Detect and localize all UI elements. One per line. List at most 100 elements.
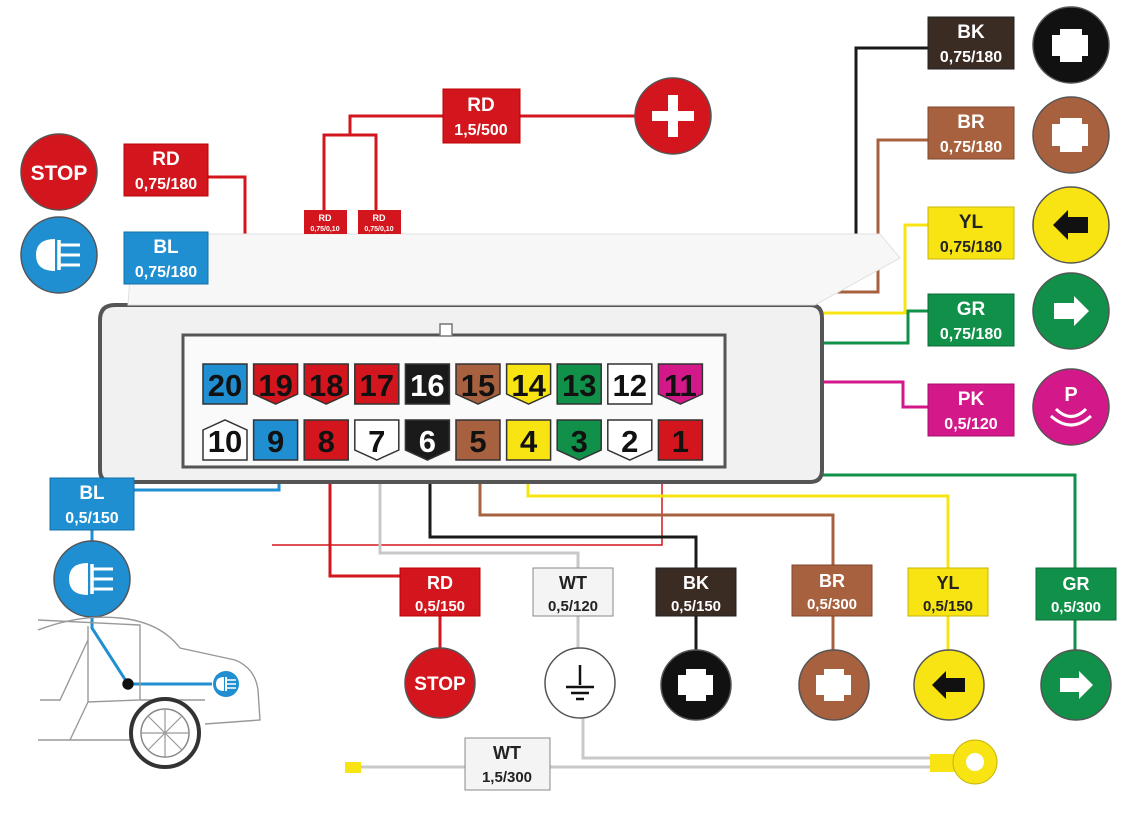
svg-text:GR: GR: [957, 299, 986, 320]
svg-text:BL: BL: [153, 237, 179, 258]
svg-text:0,75/180: 0,75/180: [940, 139, 1002, 156]
pin-15: 15: [455, 363, 501, 405]
position-light-icon: [798, 649, 870, 721]
svg-text:0,75/0,10: 0,75/0,10: [364, 226, 393, 233]
label-bottom-black: BK 0,5/150: [655, 567, 737, 617]
pin-number: 11: [664, 368, 697, 403]
svg-text:0,75/180: 0,75/180: [940, 49, 1002, 66]
svg-text:RD: RD: [152, 149, 179, 170]
fog-light-icon: [53, 540, 131, 618]
svg-text:STOP: STOP: [31, 162, 88, 185]
label-bottom-brown: BR 0,5/300: [791, 564, 873, 617]
fog-light-icon: [20, 216, 98, 294]
arrow-right-icon: [1040, 649, 1112, 721]
pin-number: 2: [621, 424, 638, 459]
pin-8: 8: [303, 419, 349, 461]
pin-number: 7: [368, 424, 385, 459]
label-right-black: BK 0,75/180: [927, 16, 1015, 70]
wire-white-main: [581, 716, 930, 760]
label-bottom-green: GR 0,5/300: [1035, 567, 1117, 621]
svg-text:RD: RD: [427, 573, 453, 593]
label-top-bus: RD 1,5/500: [442, 88, 521, 144]
svg-text:0,5/300: 0,5/300: [807, 596, 857, 613]
ground-wire: WT 1,5/300: [345, 737, 998, 791]
wire-red-8: [328, 440, 400, 578]
svg-text:YL: YL: [936, 573, 959, 593]
pin-number: 9: [267, 424, 284, 459]
svg-text:0,75/180: 0,75/180: [940, 239, 1002, 256]
position-light-icon: [1032, 96, 1110, 174]
pin-number: 15: [461, 368, 495, 403]
pin-number: 6: [419, 424, 436, 459]
svg-text:WT: WT: [493, 743, 521, 763]
small-tag-17: RD 0,75/0,10: [358, 210, 401, 234]
label-bottom-red: RD 0,5/150: [399, 567, 481, 617]
pin-13: 13: [556, 363, 602, 405]
svg-text:0,5/300: 0,5/300: [1051, 599, 1101, 616]
pin-number: 18: [309, 368, 343, 403]
svg-text:RD: RD: [319, 213, 332, 223]
stop-icon: STOP: [20, 133, 98, 211]
pin-number: 12: [613, 368, 647, 403]
label-bottom-yellow: YL 0,5/150: [907, 567, 989, 617]
label-left-blue-2: BL 0,5/150: [49, 477, 135, 531]
svg-text:0,5/120: 0,5/120: [944, 416, 997, 433]
pin-14: 14: [505, 363, 552, 405]
pin-number: 13: [562, 368, 596, 403]
svg-text:STOP: STOP: [414, 674, 466, 695]
stop-icon: STOP: [404, 647, 476, 719]
pin-3: 3: [556, 419, 602, 461]
wire-black-6: [428, 440, 698, 568]
reverse-gear-icon: [660, 649, 732, 721]
pin-10: 10: [202, 419, 248, 461]
svg-text:0,75/180: 0,75/180: [135, 264, 197, 281]
pin-1: 1: [657, 419, 704, 461]
pin-17: 17: [354, 363, 400, 405]
svg-text:WT: WT: [559, 573, 587, 593]
car-illustration: [37, 616, 261, 769]
pin-19: 19: [252, 363, 299, 405]
arrow-right-icon: [1032, 272, 1110, 350]
svg-text:BR: BR: [957, 112, 985, 133]
svg-text:0,5/150: 0,5/150: [671, 598, 721, 615]
svg-text:1,5/300: 1,5/300: [482, 769, 532, 786]
svg-text:PK: PK: [958, 389, 985, 410]
pin-12: 12: [607, 363, 653, 405]
pin-18: 18: [303, 363, 349, 405]
pin-number: 8: [318, 424, 335, 459]
label-right-green: GR 0,75/180: [927, 293, 1015, 347]
svg-text:0,5/150: 0,5/150: [415, 598, 465, 615]
label-left-red: RD 0,75/180: [123, 143, 209, 197]
fog-light-icon: [213, 671, 239, 697]
label-right-yellow: YL 0,75/180: [927, 206, 1015, 260]
svg-text:0,5/120: 0,5/120: [548, 598, 598, 615]
pin-number: 14: [511, 368, 546, 403]
pin-number: 1: [672, 424, 689, 459]
svg-text:P: P: [1064, 384, 1077, 406]
label-code: RD: [467, 95, 494, 116]
pin-11: 11: [657, 363, 704, 405]
svg-text:BL: BL: [79, 483, 105, 504]
label-bottom-white: WT 0,5/120: [532, 567, 614, 617]
plus-icon: [634, 77, 712, 155]
label-spec: 1,5/500: [454, 122, 507, 139]
pin-number: 5: [469, 424, 486, 459]
pin-number: 3: [571, 424, 588, 459]
reverse-gear-icon: [1032, 6, 1110, 84]
svg-text:BR: BR: [819, 571, 845, 591]
svg-text:0,75/180: 0,75/180: [940, 326, 1002, 343]
svg-text:RD: RD: [373, 213, 386, 223]
pin-20: 20: [202, 363, 248, 405]
pin-number: 16: [410, 368, 444, 403]
pin-number: 20: [208, 368, 242, 403]
label-right-brown: BR 0,75/180: [927, 106, 1015, 160]
arrow-left-icon: [913, 649, 985, 721]
svg-text:BK: BK: [957, 22, 985, 43]
svg-text:YL: YL: [959, 212, 984, 233]
pin-7: 7: [354, 419, 400, 461]
svg-text:0,75/0,10: 0,75/0,10: [310, 226, 339, 233]
pin-number: 4: [520, 424, 538, 459]
svg-text:0,5/150: 0,5/150: [65, 510, 118, 527]
